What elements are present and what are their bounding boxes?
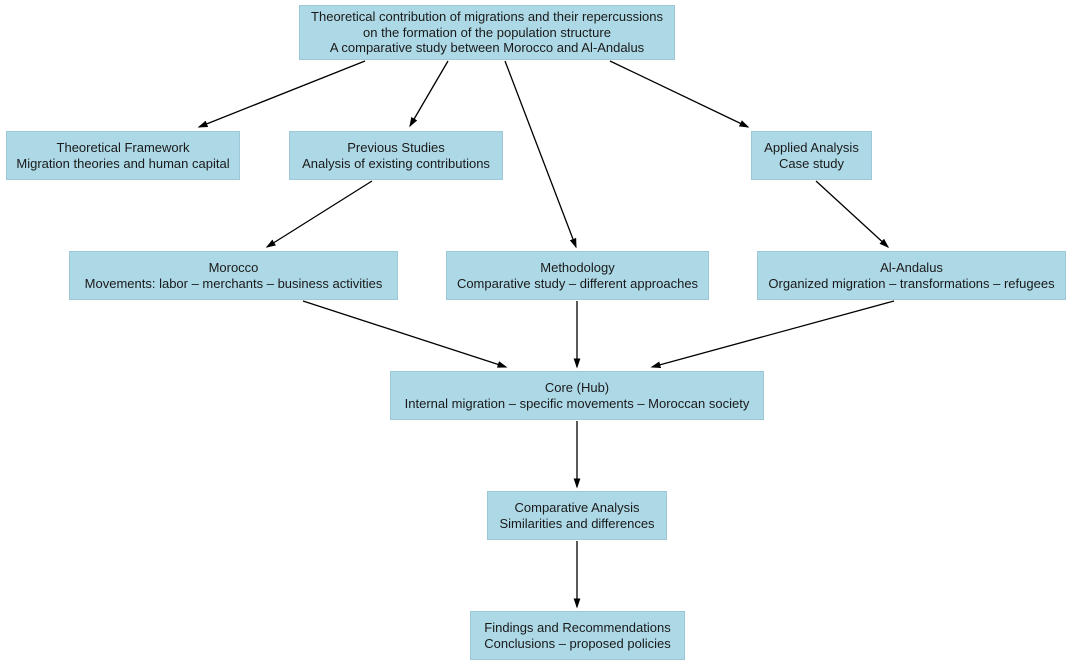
node-applied-analysis: Applied Analysis Case study — [751, 131, 872, 180]
node-al-andalus: Al-Andalus Organized migration – transfo… — [757, 251, 1066, 300]
node-core-hub-line: Core (Hub) — [544, 380, 610, 395]
node-comparative-analysis-line: Comparative Analysis — [514, 500, 640, 515]
node-morocco: Morocco Movements: labor – merchants – b… — [69, 251, 398, 300]
node-title-line: Theoretical contribution of migrations a… — [311, 9, 663, 25]
node-title-line: A comparative study between Morocco and … — [329, 40, 645, 56]
node-morocco-line: Movements: labor – merchants – business … — [84, 275, 383, 291]
node-previous-studies-line: Previous Studies — [347, 140, 445, 155]
node-morocco-line: Morocco — [208, 260, 259, 275]
node-previous-studies: Previous Studies Analysis of existing co… — [289, 131, 503, 180]
node-title-line: on the formation of the population struc… — [363, 24, 611, 40]
edge-title-methodology — [504, 60, 577, 249]
node-core-hub-line: Internal migration – specific movements … — [404, 395, 750, 411]
edge-title-theoretical-framework — [197, 60, 366, 128]
node-applied-analysis-line: Applied Analysis — [764, 140, 859, 155]
node-core-hub: Core (Hub) Internal migration – specific… — [390, 371, 764, 420]
node-comparative-analysis: Comparative Analysis Similarities and di… — [487, 491, 667, 540]
edge-title-applied-analysis — [609, 60, 750, 128]
node-methodology-line: Methodology — [540, 260, 615, 275]
node-title: Theoretical contribution of migrations a… — [299, 5, 675, 60]
node-findings-line: Conclusions – proposed policies — [484, 635, 671, 651]
node-al-andalus-line: Organized migration – transformations – … — [768, 275, 1055, 291]
node-theoretical-framework-line: Migration theories and human capital — [16, 155, 230, 171]
node-al-andalus-line: Al-Andalus — [880, 260, 943, 275]
node-findings-line: Findings and Recommendations — [484, 620, 671, 635]
node-comparative-analysis-line: Similarities and differences — [499, 515, 655, 531]
edge-title-previous-studies — [409, 60, 449, 128]
edge-morocco-core-hub — [302, 300, 508, 368]
edge-previous-studies-morocco — [265, 180, 373, 248]
node-applied-analysis-line: Case study — [778, 155, 845, 171]
node-findings: Findings and Recommendations Conclusions… — [470, 611, 685, 660]
edge-al-andalus-core-hub — [650, 300, 895, 369]
node-methodology-line: Comparative study – different approaches — [456, 275, 699, 291]
node-previous-studies-line: Analysis of existing contributions — [302, 155, 490, 171]
node-theoretical-framework-line: Theoretical Framework — [56, 140, 190, 155]
edge-applied-analysis-al-andalus — [815, 180, 890, 249]
node-methodology: Methodology Comparative study – differen… — [446, 251, 709, 300]
node-theoretical-framework: Theoretical Framework Migration theories… — [6, 131, 240, 180]
